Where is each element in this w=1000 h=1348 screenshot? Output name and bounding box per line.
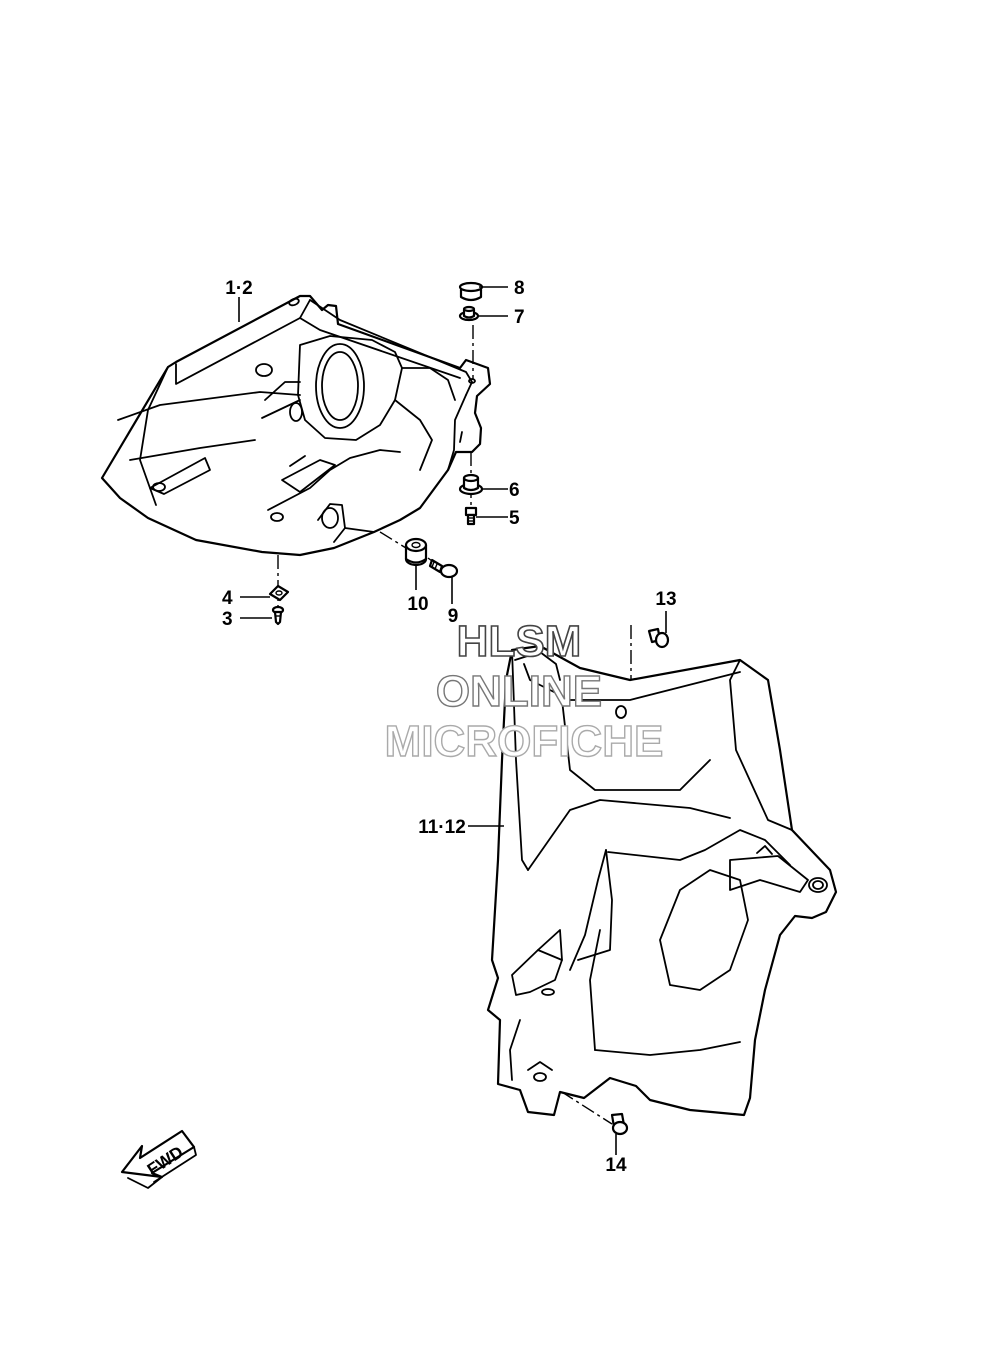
- callout-6: 6: [509, 480, 520, 501]
- screw-part-3: [271, 605, 285, 626]
- callout-9: 9: [448, 606, 459, 627]
- forward-direction-arrow-icon: FWD: [120, 1129, 197, 1189]
- callout-3: 3: [222, 609, 233, 630]
- watermark-line-3: MICROFICHE: [385, 717, 664, 766]
- callout-11-12: 11·12: [418, 817, 466, 838]
- callout-14: 14: [605, 1155, 627, 1176]
- leader-lines: [238, 286, 667, 1155]
- watermark-line-2: ONLINE: [436, 667, 602, 716]
- nut-part-4: [268, 584, 290, 602]
- collar-part-6: [458, 473, 484, 496]
- callout-4: 4: [222, 588, 233, 609]
- clip-part-14: [610, 1112, 629, 1136]
- callout-1-2: 1·2: [225, 278, 252, 299]
- lower-panel-part: [486, 644, 838, 1117]
- collar-part-7: [458, 305, 480, 322]
- callout-8: 8: [514, 278, 525, 299]
- grommet-part-8: [458, 281, 484, 302]
- bolt-part-5: [464, 506, 478, 526]
- watermark: HLSM ONLINE MICROFICHE: [384, 616, 664, 767]
- clip-part-13: [647, 627, 670, 649]
- callout-13: 13: [655, 589, 676, 610]
- callout-5: 5: [509, 508, 520, 529]
- upper-cover-part: [100, 294, 492, 557]
- watermark-line-1: HLSM: [457, 617, 582, 666]
- callouts: 1·2 8 7 6 5 4 3 10 9 11·12 13 14: [222, 278, 677, 1176]
- grommet-part-10: [404, 537, 428, 567]
- callout-10: 10: [407, 594, 428, 615]
- callout-7: 7: [514, 307, 525, 328]
- screw-part-9: [428, 558, 459, 579]
